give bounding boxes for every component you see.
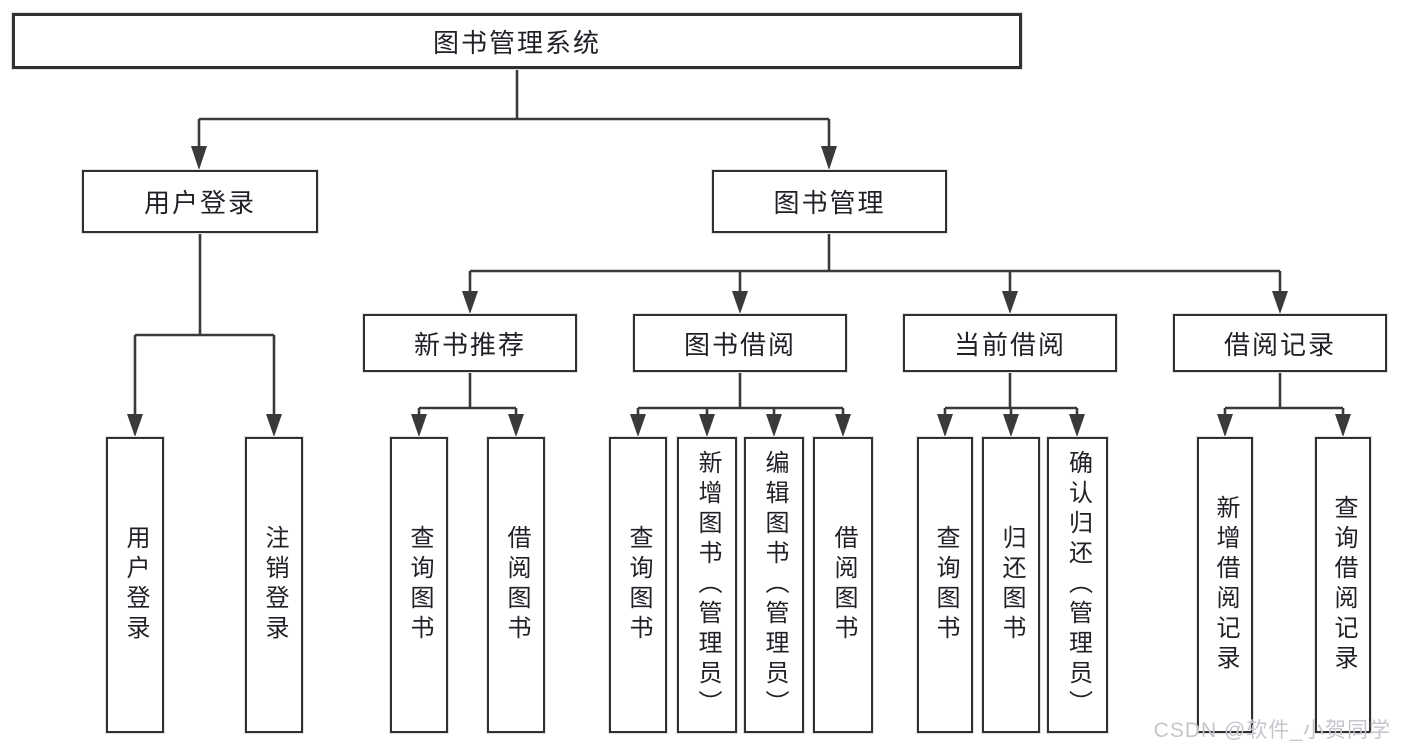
leaf-borrow-books: 借阅图书 [813,437,873,733]
leaf-label: 查询借阅记录 [1330,495,1357,675]
leaf-query-books-current: 查询图书 [917,437,973,733]
leaf-label: 借阅图书 [830,525,857,645]
leaf-add-book-admin: 新增图书（管理员） [677,437,737,733]
node-user-login-label: 用户登录 [143,188,256,218]
arrowhead-leaf-borrow-books-2 [835,414,851,437]
leaf-query-borrow-record: 查询借阅记录 [1315,437,1371,733]
leaf-label: 新增借阅记录 [1212,495,1239,675]
arrowhead-book-borrow [732,291,748,314]
connector-borrow-records-branch [1223,372,1345,416]
arrowhead-leaf-user-login [127,414,143,437]
node-book-management-label: 图书管理 [773,188,886,218]
leaf-logout: 注销登录 [245,437,303,733]
node-root: 图书管理系统 [12,13,1022,69]
arrowhead-new-book-recommend [462,291,478,314]
leaf-label: 查询图书 [406,525,433,645]
leaf-query-books-borrow: 查询图书 [609,437,667,733]
connector-root-to-level2 [197,69,831,148]
node-current-borrow-label: 当前借阅 [953,329,1066,360]
csdn-watermark: CSDN @软件_小贺同学 [1153,719,1391,742]
connector-user-login-branch [133,233,276,416]
leaf-label: 查询图书 [625,525,652,645]
leaf-return-book: 归还图书 [982,437,1040,733]
node-borrow-records-label: 借阅记录 [1223,329,1336,360]
leaf-borrow-books-recommend: 借阅图书 [487,437,545,733]
leaf-label: 借阅图书 [503,525,530,645]
leaf-label: 归还图书 [998,525,1025,645]
arrowhead-user-login [191,146,207,170]
arrowhead-leaf-edit-book [766,414,782,437]
leaf-query-books-recommend: 查询图书 [390,437,448,733]
arrowhead-leaf-add-book [699,414,715,437]
node-book-borrow: 图书借阅 [633,314,847,372]
leaf-label: 编辑图书（管理员） [761,450,788,720]
node-book-borrow-label: 图书借阅 [683,329,796,360]
arrowhead-leaf-confirm-return [1069,414,1085,437]
leaf-label: 查询图书 [932,525,959,645]
arrowhead-leaf-query-books-1 [411,414,427,437]
arrowhead-leaf-return-book [1003,414,1019,437]
node-new-book-recommend-label: 新书推荐 [413,329,526,360]
connector-book-borrow-branch [636,372,845,416]
leaf-label: 注销登录 [261,525,288,645]
arrowhead-current-borrow [1002,291,1018,314]
node-book-management: 图书管理 [712,170,947,233]
leaf-add-borrow-record: 新增借阅记录 [1197,437,1253,733]
arrowhead-leaf-query-borrow-record [1335,414,1351,437]
node-borrow-records: 借阅记录 [1173,314,1387,372]
arrowhead-leaf-query-books-3 [937,414,953,437]
connector-current-borrow-branch [943,372,1079,416]
leaf-confirm-return-admin: 确认归还（管理员） [1047,437,1108,733]
leaf-label: 确认归还（管理员） [1064,450,1092,720]
connector-new-book-recommend-branch [417,372,518,416]
leaf-edit-book-admin: 编辑图书（管理员） [744,437,804,733]
arrowhead-leaf-borrow-books-1 [508,414,524,437]
leaf-user-login: 用户登录 [106,437,164,733]
connector-book-management-branch [468,233,1282,293]
leaf-label: 新增图书（管理员） [694,450,721,720]
arrowhead-leaf-query-books-2 [630,414,646,437]
arrowhead-borrow-records [1272,291,1288,314]
node-current-borrow: 当前借阅 [903,314,1117,372]
leaf-label: 用户登录 [122,525,149,645]
node-user-login: 用户登录 [82,170,318,233]
arrowhead-leaf-add-borrow-record [1217,414,1233,437]
arrowhead-book-management [821,146,837,170]
node-new-book-recommend: 新书推荐 [363,314,577,372]
arrowhead-leaf-logout [266,414,282,437]
node-root-label: 图书管理系统 [432,27,601,58]
